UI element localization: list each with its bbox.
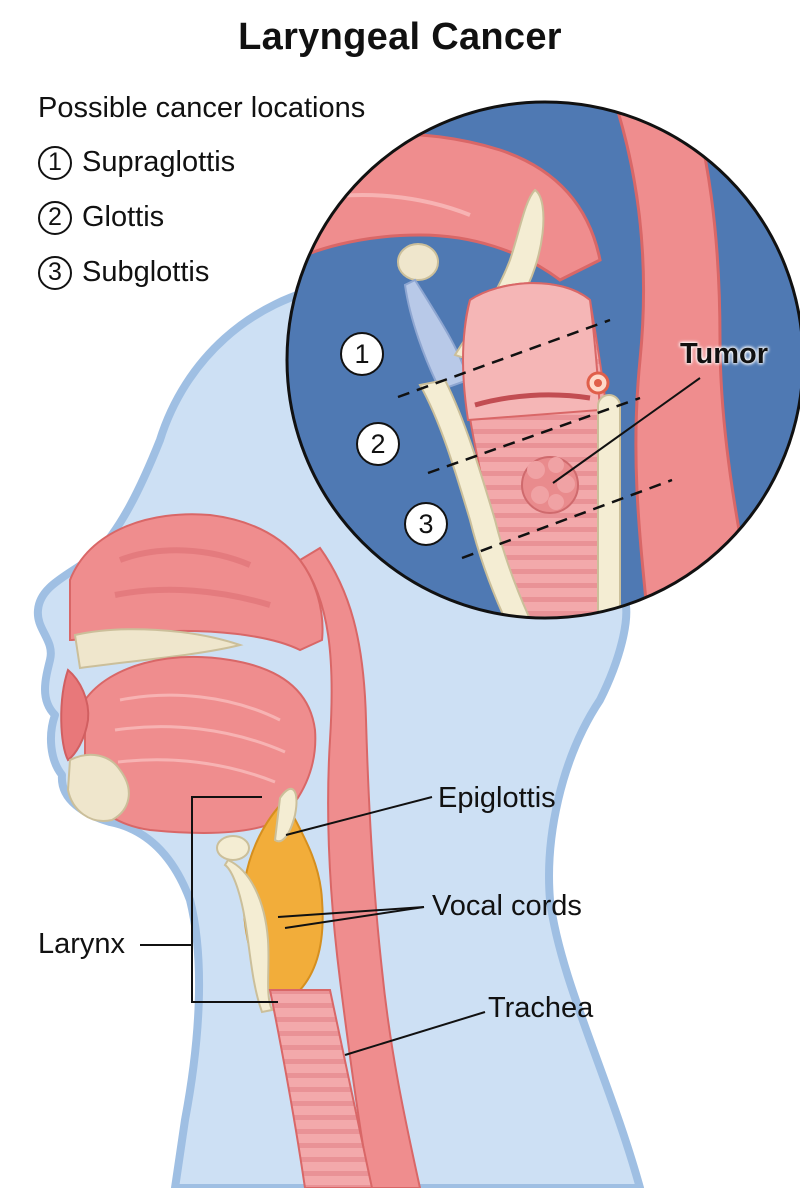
legend-number: 1 xyxy=(38,145,72,180)
legend-item: 1 Supraglottis xyxy=(38,135,365,190)
legend-number: 3 xyxy=(38,255,72,290)
lips xyxy=(60,668,90,762)
hard-palate xyxy=(73,628,244,670)
pharynx xyxy=(298,546,422,1188)
legend-label: Subglottis xyxy=(82,256,210,288)
legend-label: Supraglottis xyxy=(82,146,236,178)
tumor-label: Tumor xyxy=(680,338,769,370)
legend-item: 2 Glottis xyxy=(38,190,365,245)
epiglottis-label: Epiglottis xyxy=(438,782,556,814)
tumor-mass xyxy=(521,456,579,514)
zone-dividers xyxy=(397,318,673,560)
trachea-label: Trachea xyxy=(488,992,594,1024)
larynx-label: Larynx xyxy=(38,928,126,960)
legend-item: 3 Subglottis xyxy=(38,245,365,300)
legend-label: Glottis xyxy=(82,201,165,233)
legend-number: 2 xyxy=(38,200,72,235)
legend-heading: Possible cancer locations xyxy=(38,92,366,124)
page-title: Laryngeal Cancer xyxy=(238,16,562,58)
zone-badge-supraglottis: 1 xyxy=(340,332,384,376)
vocal-cords-label: Vocal cords xyxy=(432,890,582,922)
tongue xyxy=(84,656,317,834)
trachea xyxy=(268,989,374,1188)
cancer-location-legend: Possible cancer locations 1 Supraglottis… xyxy=(38,92,365,300)
zone-badge-glottis: 2 xyxy=(356,422,400,466)
jaw-bone xyxy=(66,753,130,822)
epiglottis-shape xyxy=(273,787,298,843)
zone-badge-subglottis: 3 xyxy=(404,502,448,546)
leader-lines xyxy=(140,377,701,1056)
